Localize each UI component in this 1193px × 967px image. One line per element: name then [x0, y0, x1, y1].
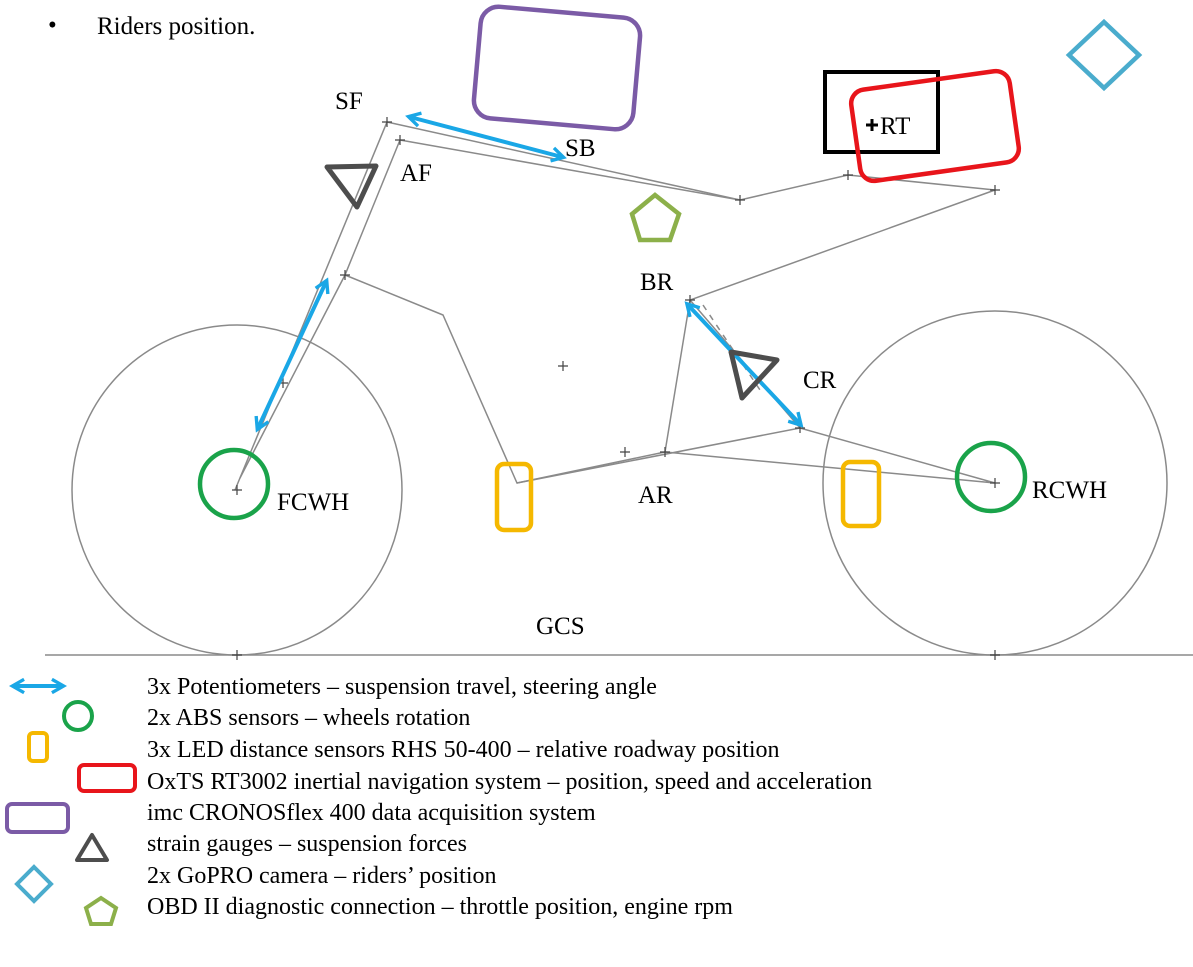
legend-triangle-icon: [75, 833, 109, 862]
legend: 3x Potentiometers – suspension travel, s…: [5, 674, 872, 926]
abs-rear-icon: [954, 440, 1028, 514]
label-rcwh: RCWH: [1032, 477, 1107, 504]
potentiometer-rear-icon: [684, 301, 804, 428]
label-ar: AR: [638, 482, 673, 509]
data-acquisition-icon: [471, 4, 643, 132]
strain-gauge-front-icon: [324, 163, 379, 210]
legend-diamond-icon: [14, 864, 54, 904]
legend-text: OBD II diagnostic connection – throttle …: [147, 894, 733, 920]
label-gcs: GCS: [536, 613, 585, 640]
led-sensor-front-icon: [494, 461, 534, 533]
front-fork-outer: [234, 121, 388, 491]
legend-text: 2x ABS sensors – wheels rotation: [147, 705, 470, 731]
legend-text: OxTS RT3002 inertial navigation system –…: [147, 769, 872, 795]
heading: Riders position.: [97, 13, 255, 40]
legend-led-sensor-icon: [27, 731, 49, 763]
label-cr: CR: [803, 367, 837, 394]
inertial-nav-icon: [848, 68, 1022, 184]
legend-text: 2x GoPRO camera – riders’ position: [147, 863, 497, 889]
legend-circle-icon: [62, 700, 94, 732]
potentiometer-steering-icon: [405, 111, 567, 163]
legend-text: 3x LED distance sensors RHS 50-400 – rel…: [147, 737, 780, 763]
legend-text: 3x Potentiometers – suspension travel, s…: [147, 674, 657, 700]
label-af: AF: [400, 160, 432, 187]
bullet: •: [48, 12, 57, 39]
legend-text: strain gauges – suspension forces: [147, 831, 467, 857]
obd-pentagon-icon: [629, 192, 682, 243]
label-sf: SF: [335, 88, 363, 115]
rt-cross: [866, 119, 878, 131]
legend-pentagon-icon: [83, 895, 119, 926]
rt-box: [823, 70, 940, 154]
legend-inertial-nav-icon: [77, 763, 137, 793]
label-sb: SB: [565, 135, 596, 162]
label-br: BR: [640, 269, 674, 296]
camera-diamond-icon: [1065, 18, 1143, 92]
led-sensor-rear-icon: [840, 459, 882, 529]
point-markers: [232, 117, 1000, 660]
label-rt: RT: [880, 113, 910, 140]
potentiometer-front-icon: [254, 277, 330, 433]
label-fcwh: FCWH: [277, 489, 349, 516]
front-fork-inner: [239, 139, 401, 479]
rear-spring: [702, 304, 761, 391]
legend-text: imc CRONOSflex 400 data acquisition syst…: [147, 800, 596, 826]
abs-front-icon: [197, 447, 271, 521]
swingarm: [516, 427, 996, 484]
legend-daq-icon: [5, 802, 70, 834]
strain-gauge-rear-icon: [728, 349, 780, 401]
